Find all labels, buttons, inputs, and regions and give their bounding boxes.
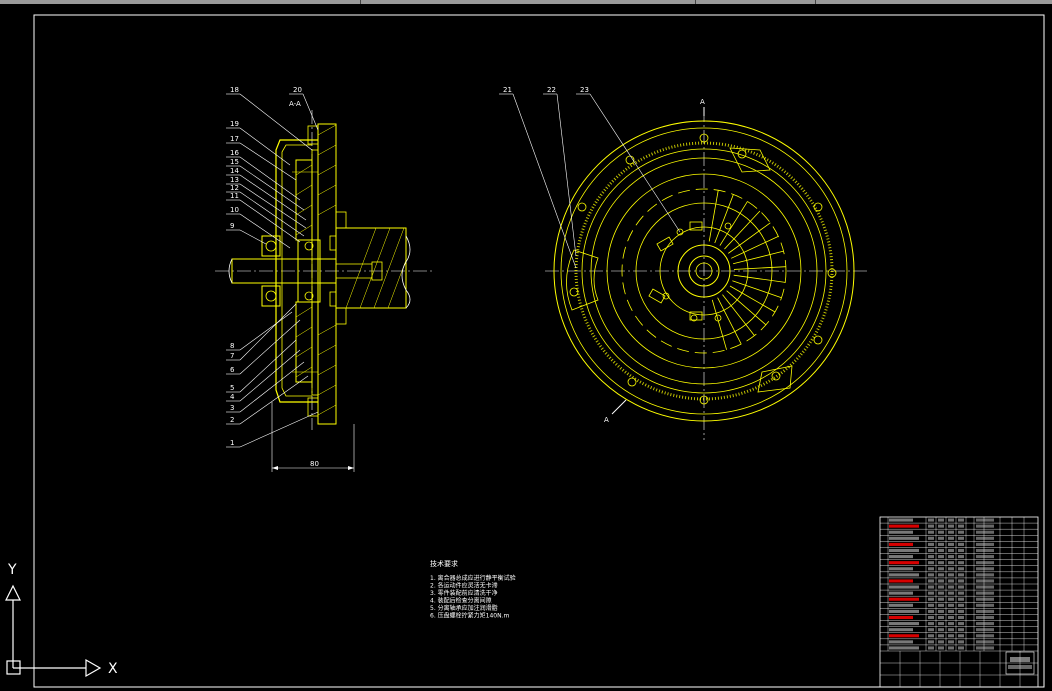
part-label: 15 [230, 158, 239, 166]
ucs-icon [5, 584, 102, 678]
part-label: 4 [230, 393, 235, 401]
part-label: 16 [230, 149, 239, 157]
view-marker-bottom: A [604, 416, 609, 424]
part-label: 6 [230, 366, 235, 374]
view-marker-top: A [700, 98, 705, 106]
part-label: 1 [230, 439, 234, 447]
parts-list-title-block [879, 516, 1039, 688]
part-label: 21 [503, 86, 512, 94]
part-label: 9 [230, 222, 234, 230]
part-label: 7 [230, 352, 234, 360]
tech-note-line: 3. 零件装配前应清洗干净 [430, 589, 498, 597]
tech-notes-title: 技术要求 [430, 559, 458, 568]
dimension-text: 80 [310, 460, 319, 468]
part-label: 12 [230, 184, 239, 192]
section-label: A-A [289, 100, 301, 108]
part-label: 22 [547, 86, 556, 94]
part-label: 3 [230, 404, 234, 412]
part-label: 5 [230, 384, 234, 392]
part-label: 13 [230, 176, 239, 184]
part-label: 17 [230, 135, 239, 143]
tech-note-line: 5. 分离轴承应加注润滑脂 [430, 604, 498, 612]
part-label: 19 [230, 120, 239, 128]
part-label: 20 [293, 86, 302, 94]
part-label: 10 [230, 206, 239, 214]
section-view [215, 110, 435, 472]
ucs-y-label: Y [7, 562, 17, 578]
right-leader-lines: 21 22 23 [499, 86, 681, 269]
window-top-strip [0, 0, 1052, 4]
part-label: 14 [230, 167, 239, 175]
ucs-x-label: X [108, 661, 118, 677]
tech-note-line: 6. 压盘螺栓拧紧力矩140N.m [430, 612, 509, 620]
tech-note-line: 1. 离合器总成应进行静平衡试验 [430, 574, 516, 582]
part-label: 11 [230, 192, 239, 200]
tech-note-line: 2. 各运动件应灵活无卡滞 [430, 582, 498, 590]
part-label: 18 [230, 86, 239, 94]
tech-note-line: 4. 装配后检查分离间隙 [430, 597, 492, 605]
front-view [545, 107, 868, 440]
part-label: 2 [230, 416, 234, 424]
part-label: 23 [580, 86, 589, 94]
drawing-border [33, 14, 1045, 688]
part-label: 8 [230, 342, 234, 350]
